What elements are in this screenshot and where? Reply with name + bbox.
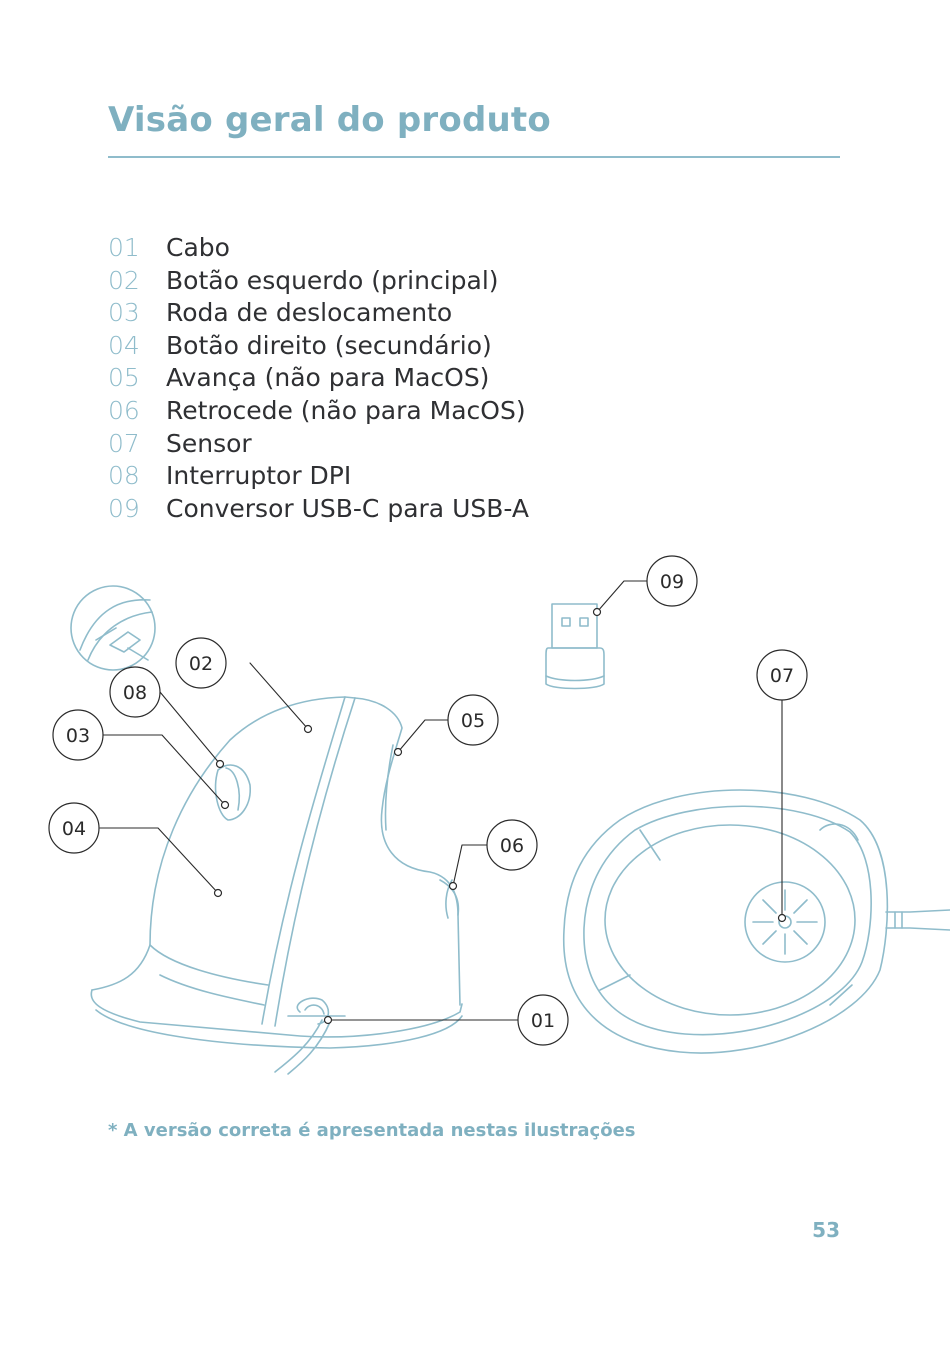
part-label: Interruptor DPI xyxy=(166,461,352,491)
part-number: 09 xyxy=(108,493,140,523)
callout-05: 05 xyxy=(447,694,499,746)
callout-04: 04 xyxy=(48,802,100,854)
svg-text:03: 03 xyxy=(66,725,90,747)
svg-text:01: 01 xyxy=(531,1010,555,1032)
svg-text:05: 05 xyxy=(461,710,485,732)
callout-09: 09 xyxy=(646,555,698,607)
list-item: 01 Cabo xyxy=(108,232,529,265)
callout-01: 01 xyxy=(517,994,569,1046)
list-item: 08 Interruptor DPI xyxy=(108,460,529,493)
part-number: 08 xyxy=(108,461,140,491)
part-label: Retrocede (não para MacOS) xyxy=(166,395,526,425)
product-diagram: 01 02 03 04 05 06 07 08 09 xyxy=(48,555,950,1075)
title-divider xyxy=(108,156,840,158)
list-item: 05 Avança (não para MacOS) xyxy=(108,362,529,395)
callout-06: 06 xyxy=(486,819,538,871)
list-item: 03 Roda de deslocamento xyxy=(108,297,529,330)
part-label: Sensor xyxy=(166,428,252,458)
callout-03: 03 xyxy=(52,709,104,761)
list-item: 07 Sensor xyxy=(108,428,529,461)
svg-text:02: 02 xyxy=(189,653,213,675)
page-number: 53 xyxy=(812,1218,840,1242)
svg-text:07: 07 xyxy=(770,665,794,687)
list-item: 06 Retrocede (não para MacOS) xyxy=(108,395,529,428)
part-label: Avança (não para MacOS) xyxy=(166,363,490,393)
list-item: 02 Botão esquerdo (principal) xyxy=(108,265,529,298)
mouse-bottom-view-illustration xyxy=(562,789,950,1054)
part-label: Roda de deslocamento xyxy=(166,298,453,328)
svg-text:08: 08 xyxy=(123,682,147,704)
page-title: Visão geral do produto xyxy=(108,100,551,140)
part-number: 06 xyxy=(108,395,140,425)
callout-anchor-dots xyxy=(213,607,787,1025)
part-label: Conversor USB-C para USB-A xyxy=(166,493,529,523)
callout-08: 08 xyxy=(109,666,161,718)
svg-text:06: 06 xyxy=(500,835,524,857)
callout-02: 02 xyxy=(175,637,227,689)
footnote: * A versão correta é apresentada nestas … xyxy=(108,1120,636,1141)
usb-adapter-illustration xyxy=(545,603,605,690)
part-number: 01 xyxy=(108,233,140,262)
part-label: Botão esquerdo (principal) xyxy=(166,265,499,295)
part-number: 04 xyxy=(108,330,140,360)
dpi-switch-zoom-inset xyxy=(70,585,156,671)
part-number: 07 xyxy=(108,428,140,458)
callout-leader-lines xyxy=(99,580,783,1021)
list-item: 09 Conversor USB-C para USB-A xyxy=(108,493,529,526)
mouse-side-view-illustration xyxy=(90,696,463,1075)
part-label: Botão direito (secundário) xyxy=(166,330,492,360)
part-number: 03 xyxy=(108,298,140,328)
part-number: 05 xyxy=(108,363,140,393)
part-label: Cabo xyxy=(166,233,230,262)
svg-text:04: 04 xyxy=(62,818,86,840)
svg-text:09: 09 xyxy=(660,571,684,593)
parts-list: 01 Cabo 02 Botão esquerdo (principal) 03 Ro… xyxy=(108,232,529,525)
part-number: 02 xyxy=(108,265,140,295)
list-item: 04 Botão direito (secundário) xyxy=(108,330,529,363)
callout-07: 07 xyxy=(756,649,808,701)
